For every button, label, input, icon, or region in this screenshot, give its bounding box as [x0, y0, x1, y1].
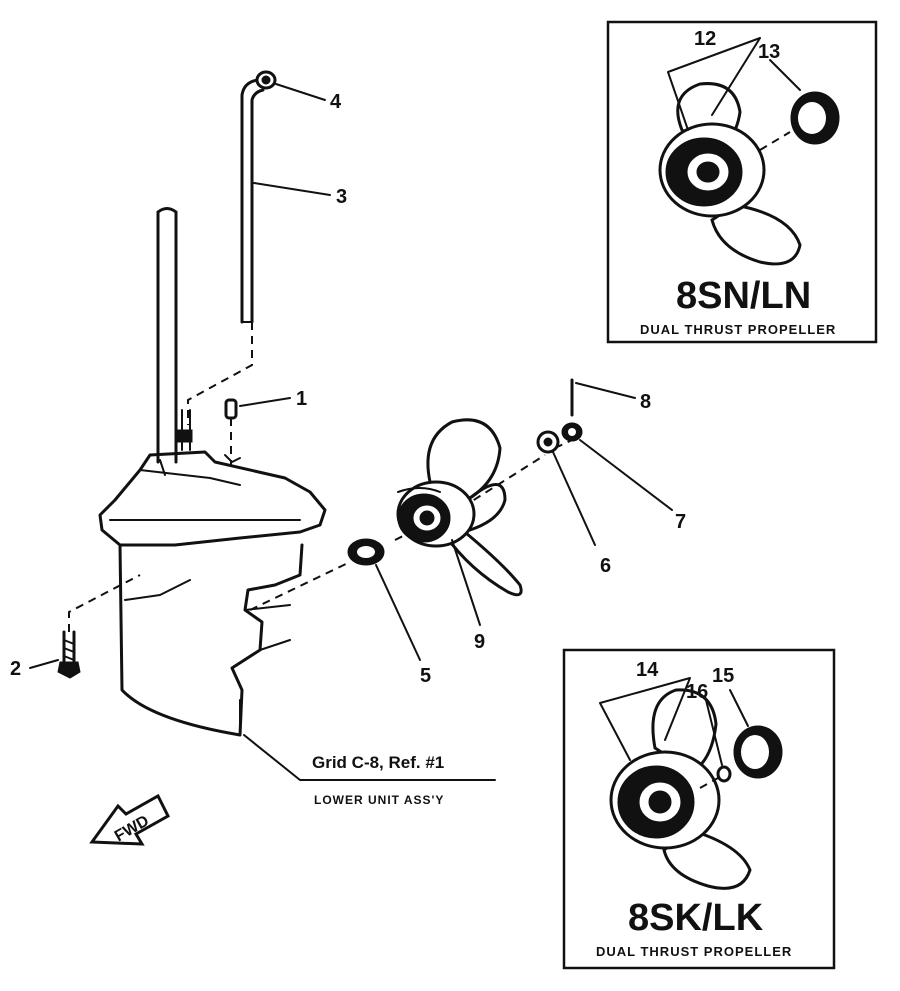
- grid-reference-label: Grid C-8, Ref. #1: [312, 753, 444, 772]
- callout-14: 14: [636, 659, 659, 681]
- callout-5: 5: [420, 665, 431, 687]
- grommet: [255, 70, 277, 90]
- callout-leaders: [29, 83, 673, 781]
- spacer: [536, 430, 560, 454]
- nut: [561, 422, 583, 442]
- callout-6: 6: [600, 555, 611, 577]
- inset-8sn-ln: 12 13 8SN/LN DUAL THRUST PROPELLER: [606, 20, 878, 344]
- dowel-pin: [224, 398, 238, 465]
- callout-4: 4: [330, 91, 342, 113]
- water-tube: [187, 78, 265, 425]
- bolt: [57, 574, 141, 679]
- callout-8: 8: [640, 391, 651, 413]
- forward-arrow: FWD: [89, 793, 170, 846]
- inset-8sk-lk: 14 15 16 8SK/LK DUAL THRUST PROPELLER: [562, 648, 836, 970]
- callout-15: 15: [712, 665, 734, 687]
- callout-13: 13: [758, 41, 780, 63]
- inset-8sk-lk-subtitle: DUAL THRUST PROPELLER: [596, 944, 792, 959]
- callout-12: 12: [694, 28, 716, 50]
- inset-8sk-lk-title: 8SK/LK: [628, 897, 764, 939]
- grid-reference-sublabel: LOWER UNIT ASS'Y: [314, 793, 444, 807]
- callout-3: 3: [336, 186, 347, 208]
- callout-16: 16: [686, 681, 708, 703]
- callout-1: 1: [296, 388, 307, 410]
- thrust-washer: [347, 538, 385, 566]
- propeller: [396, 418, 523, 597]
- inset-8sn-ln-title: 8SN/LN: [676, 275, 811, 317]
- callout-2: 2: [10, 658, 21, 680]
- callout-7: 7: [675, 511, 686, 533]
- callout-9: 9: [474, 631, 485, 653]
- inset-8sn-ln-subtitle: DUAL THRUST PROPELLER: [640, 322, 836, 337]
- lower-unit-housing: [98, 207, 327, 737]
